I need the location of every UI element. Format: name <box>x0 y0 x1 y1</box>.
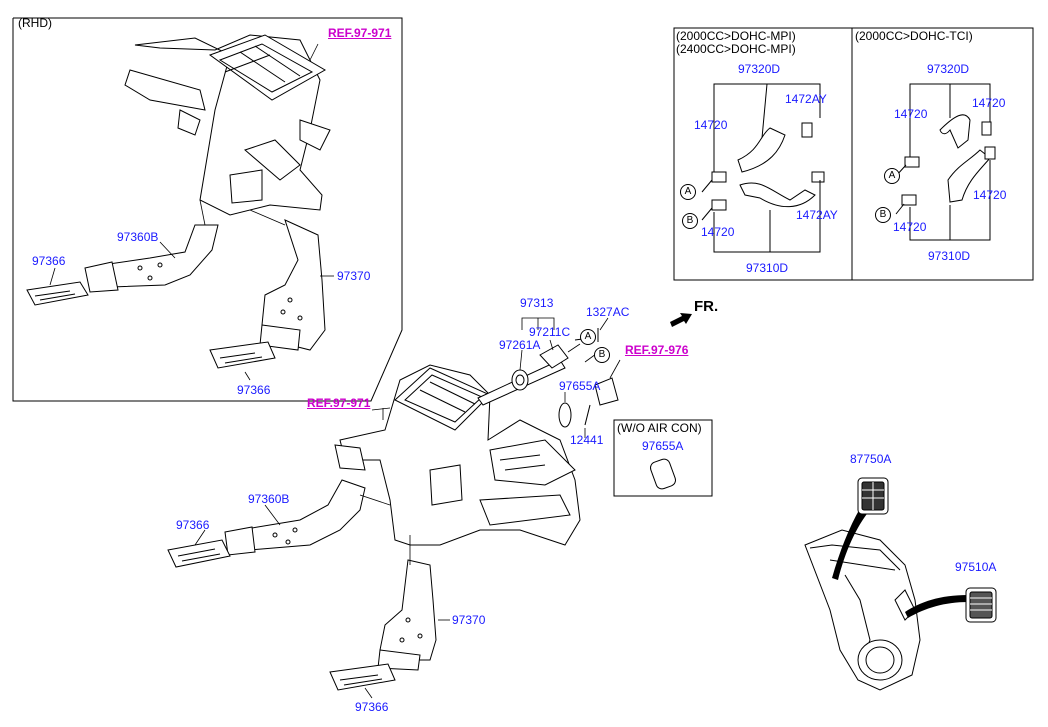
rhd-duct-rear <box>259 219 326 351</box>
left-label-hose-bottom: 97310D <box>746 261 789 275</box>
right-label-clamp-bottom-left: 14720 <box>893 220 927 234</box>
main-marker-a: A <box>580 329 596 345</box>
right-label-clamp-left: 14720 <box>894 107 928 121</box>
main-vent-left <box>167 539 231 568</box>
label-duct-rear: 97370 <box>452 613 486 627</box>
label-vent: 97510A <box>955 560 997 574</box>
wo-aircon-part-label: 97655A <box>642 439 684 453</box>
label-vent-left: 97366 <box>176 518 210 532</box>
car-grille-part <box>857 477 889 515</box>
wo-aircon-box-frame <box>613 419 713 497</box>
main-heater-unit <box>334 364 581 546</box>
label-grille: 87750A <box>850 452 892 466</box>
main-vent-bottom <box>329 663 396 691</box>
rhd-vent-left <box>26 281 89 306</box>
rhd-label-vent-bottom: 97366 <box>237 383 271 397</box>
left-hoses <box>701 83 825 253</box>
rhd-ref-link[interactable]: REF.97-971 <box>328 26 392 40</box>
right-marker-b: B <box>875 207 891 223</box>
label-duct-b: 97360B <box>248 492 290 506</box>
label-grommet-a: 97261A <box>499 338 541 352</box>
label-bolt: 1327AC <box>586 305 630 319</box>
right-label-hose-top: 97320D <box>927 62 970 76</box>
left-label-clamp-bottom-left: 14720 <box>701 225 735 239</box>
pipe-assembly <box>477 328 619 428</box>
label-vent-bottom: 97366 <box>355 700 389 714</box>
label-seal: 97655A <box>559 379 601 393</box>
rhd-vent-bottom <box>209 341 276 369</box>
engine-right-title: (2000CC>DOHC-TCI) <box>855 29 973 43</box>
car-rear <box>804 529 921 691</box>
fr-label: FR. <box>694 298 719 315</box>
rhd-box-frame <box>12 17 403 402</box>
right-label-clamp-right: 14720 <box>972 96 1006 110</box>
label-grommet-c: 97211C <box>529 325 571 339</box>
wo-aircon-title: (W/O AIR CON) <box>617 421 702 435</box>
left-marker-a: A <box>680 184 696 200</box>
main-duct-b <box>224 479 366 556</box>
fr-arrow <box>670 313 692 327</box>
left-label-hose-top: 97320D <box>738 62 781 76</box>
rhd-duct-b <box>84 224 219 293</box>
right-label-hose-bottom: 97310D <box>928 249 971 263</box>
leader-lines <box>49 43 621 699</box>
left-label-clamp-bottom-right: 1472AY <box>796 208 838 222</box>
car-vent-pointer <box>905 595 968 618</box>
right-marker-a: A <box>884 168 900 184</box>
label-grommet-assy: 97313 <box>520 296 554 310</box>
left-label-clamp-left: 14720 <box>694 118 728 132</box>
label-screw: 12441 <box>570 433 604 447</box>
car-grille-pointer <box>832 505 870 580</box>
main-marker-b: B <box>594 347 610 363</box>
rhd-label-duct-b: 97360B <box>117 230 159 244</box>
main-ref-left-link[interactable]: REF.97-971 <box>307 396 371 410</box>
car-vent-part <box>965 587 997 623</box>
engine-left-title-2: (2400CC>DOHC-MPI) <box>676 42 796 56</box>
wo-aircon-seal <box>650 458 676 490</box>
rhd-label-vent-left: 97366 <box>32 254 66 268</box>
left-label-clamp-top: 1472AY <box>785 92 827 106</box>
engine-box-frame <box>673 27 1034 281</box>
rhd-heater-unit <box>124 34 331 216</box>
rhd-title: (RHD) <box>18 16 52 30</box>
left-marker-b: B <box>682 213 698 229</box>
right-label-clamp-right-lower: 14720 <box>973 188 1007 202</box>
engine-left-title-1: (2000CC>DOHC-MPI) <box>676 29 796 43</box>
rhd-label-duct-rear: 97370 <box>337 269 371 283</box>
main-duct-rear <box>377 559 437 671</box>
main-ref-right-link[interactable]: REF.97-976 <box>625 343 689 357</box>
right-hoses <box>895 83 996 241</box>
